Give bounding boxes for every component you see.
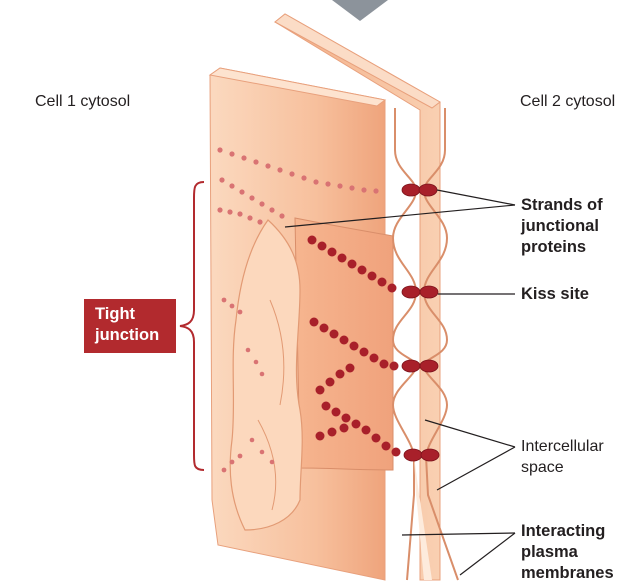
membranes-label-line: Interacting [521, 521, 614, 542]
tight-label-line: Tight [95, 304, 159, 325]
tight-junction-label: Tight junction [95, 304, 159, 346]
tight-label-line: junction [95, 325, 159, 346]
tight-junction-bracket [180, 182, 204, 470]
strands-label-line: Strands of [521, 195, 603, 216]
kiss-site-label: Kiss site [521, 284, 589, 305]
intercellular-label-line: space [521, 457, 604, 478]
membranes-label-line: membranes [521, 563, 614, 583]
membrane-left-wall [393, 108, 416, 580]
down-arrow-icon [332, 0, 388, 21]
cell-2-cytosol-label: Cell 2 cytosol [520, 93, 615, 111]
strands-label: Strands of junctional proteins [521, 195, 603, 258]
intercellular-space-label: Intercellular space [521, 436, 604, 478]
strands-label-line: junctional [521, 216, 603, 237]
membranes-label-line: plasma [521, 542, 614, 563]
interacting-membranes-label: Interacting plasma membranes [521, 521, 614, 583]
intercellular-label-line: Intercellular [521, 436, 604, 457]
cell-1-cytosol-label: Cell 1 cytosol [35, 93, 130, 111]
strands-label-line: proteins [521, 237, 603, 258]
